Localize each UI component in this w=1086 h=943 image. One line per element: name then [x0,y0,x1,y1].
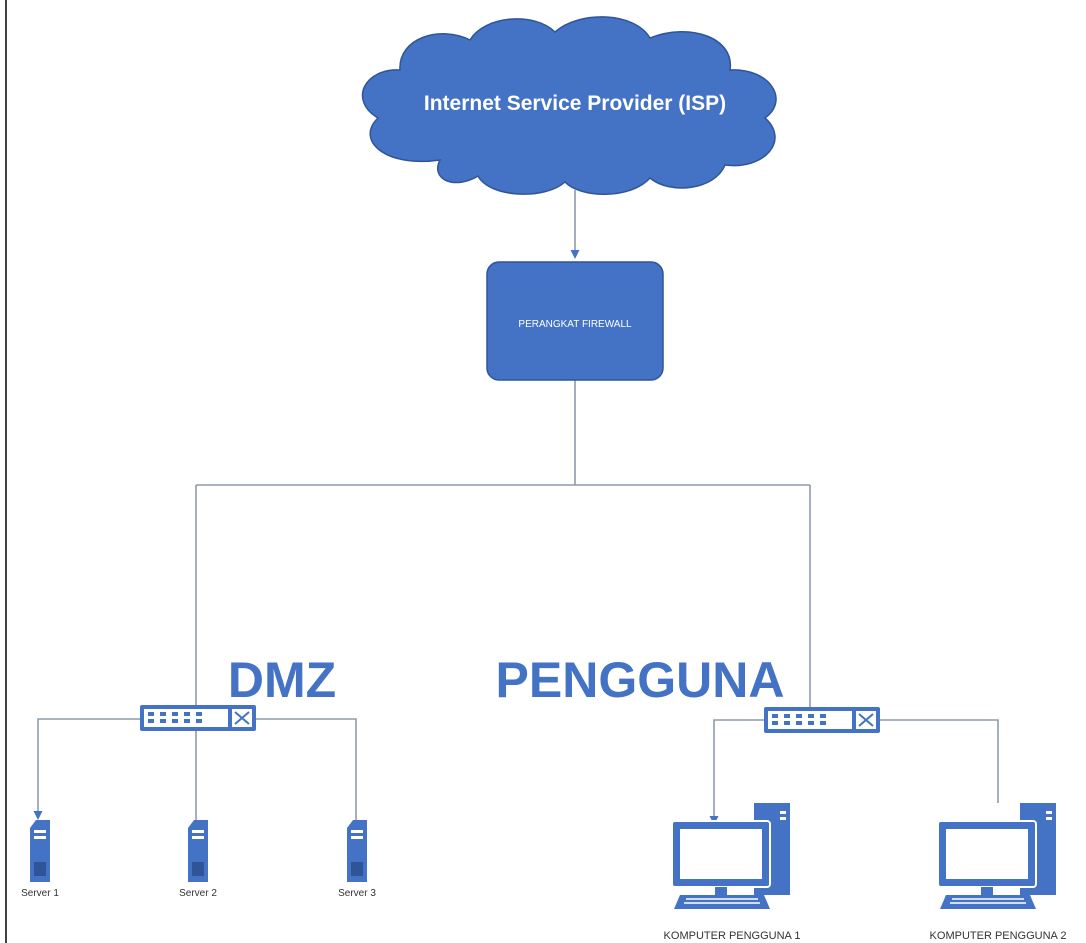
desktop-computer-icon [937,803,1056,909]
server-label: Server 3 [338,888,376,899]
computer-1: KOMPUTER PENGGUNA 1 [664,803,801,942]
zone-label-pengguna: PENGGUNA [496,652,785,708]
firewall-device: PERANGKAT FIREWALL [486,261,664,381]
server-tower-icon [347,820,367,882]
computer-label: KOMPUTER PENGGUNA 1 [664,930,801,942]
server-3: Server 3 [338,820,376,899]
pc-keyboard [674,895,770,909]
isp-cloud: Internet Service Provider (ISP) [361,16,777,195]
network-switch-icon [764,707,880,733]
server-tower-icon [188,820,208,882]
switch-port-lights [772,713,874,727]
cloud-label: Internet Service Provider (ISP) [424,92,726,115]
server-2: Server 2 [179,820,217,899]
connector-lines [33,190,999,825]
switch-front-panel [144,709,228,727]
server-tower-icon [30,820,50,882]
server-1: Server 1 [21,820,59,899]
desktop-computer-icon [671,803,790,909]
server-label: Server 2 [179,888,217,899]
computer-label: KOMPUTER PENGGUNA 2 [930,930,1067,942]
switch-port-lights [148,711,250,725]
connector-users-to-computer-2 [876,719,999,803]
server-label: Server 1 [21,888,59,899]
connector-dmz-to-server-3 [252,718,357,820]
connector-users-to-computer-1 [709,719,764,825]
network-switch-icon [140,705,256,731]
connector-dmz-to-server-1 [33,718,140,820]
computer-2: KOMPUTER PENGGUNA 2 [930,803,1067,942]
firewall-label: PERANGKAT FIREWALL [518,319,632,330]
firewall-box [486,261,664,381]
cloud-shape [361,16,777,195]
pc-keyboard [940,895,1036,909]
zone-label-dmz: DMZ [228,652,336,708]
switch-front-panel [768,711,852,729]
